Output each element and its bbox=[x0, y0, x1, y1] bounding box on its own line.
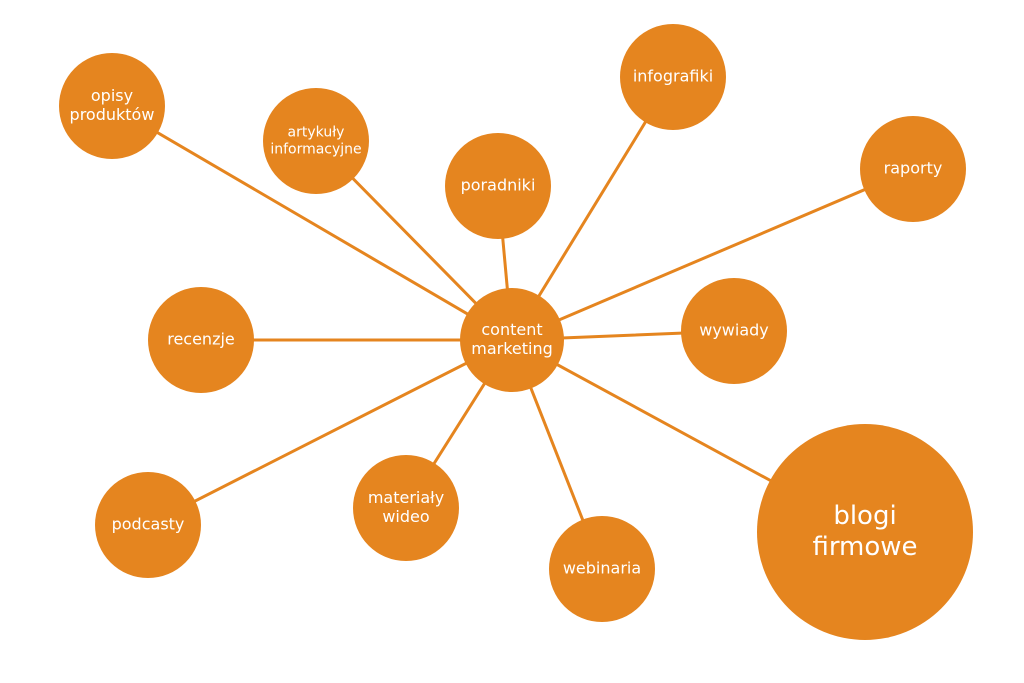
podcasty-label-line-1: podcasty bbox=[112, 515, 185, 534]
artykuly-informacyjne-label-line-2: informacyjne bbox=[270, 141, 361, 157]
node-podcasty: podcasty bbox=[95, 472, 201, 578]
node-recenzje: recenzje bbox=[148, 287, 254, 393]
node-raporty: raporty bbox=[860, 116, 966, 222]
node-infografiki: infografiki bbox=[620, 24, 726, 130]
node-wywiady: wywiady bbox=[681, 278, 787, 384]
artykuly-informacyjne-circle bbox=[263, 88, 369, 194]
wywiady-label-line-1: wywiady bbox=[699, 321, 769, 340]
edge-raporty bbox=[510, 167, 915, 342]
poradniki-circle bbox=[445, 133, 551, 239]
webinaria-circle bbox=[549, 516, 655, 622]
podcasty-circle bbox=[95, 472, 201, 578]
materialy-wideo-label-line-2: wideo bbox=[382, 507, 429, 526]
blogi-firmowe-label-line-1: blogi bbox=[833, 501, 896, 531]
center-label-line-1: content bbox=[481, 320, 542, 339]
poradniki-label-line-1: poradniki bbox=[461, 176, 536, 195]
materialy-wideo-label-line-1: materiały bbox=[368, 488, 444, 507]
edge-podcasty bbox=[146, 338, 514, 527]
recenzje-label-line-1: recenzje bbox=[167, 330, 235, 349]
opisy-produktow-label-line-1: opisy bbox=[91, 86, 133, 105]
recenzje-circle bbox=[148, 287, 254, 393]
artykuly-informacyjne-label-line-1: artykuły bbox=[288, 125, 345, 141]
wywiady-circle bbox=[681, 278, 787, 384]
opisy-produktow-label-line-2: produktów bbox=[70, 105, 155, 124]
infografiki-circle bbox=[620, 24, 726, 130]
node-webinaria: webinaria bbox=[549, 516, 655, 622]
raporty-circle bbox=[860, 116, 966, 222]
blogi-firmowe-circle bbox=[757, 424, 973, 640]
raporty-label-line-1: raporty bbox=[884, 159, 943, 178]
node-poradniki: poradniki bbox=[445, 133, 551, 239]
edge-opisy-produktow bbox=[110, 104, 514, 342]
center-circle bbox=[460, 288, 564, 392]
center-label-line-2: marketing bbox=[471, 339, 553, 358]
materialy-wideo-circle bbox=[353, 455, 459, 561]
blogi-firmowe-label-line-2: firmowe bbox=[812, 532, 917, 562]
infografiki-label-line-1: infografiki bbox=[633, 67, 713, 86]
webinaria-label-line-1: webinaria bbox=[563, 559, 641, 578]
opisy-produktow-circle bbox=[59, 53, 165, 159]
